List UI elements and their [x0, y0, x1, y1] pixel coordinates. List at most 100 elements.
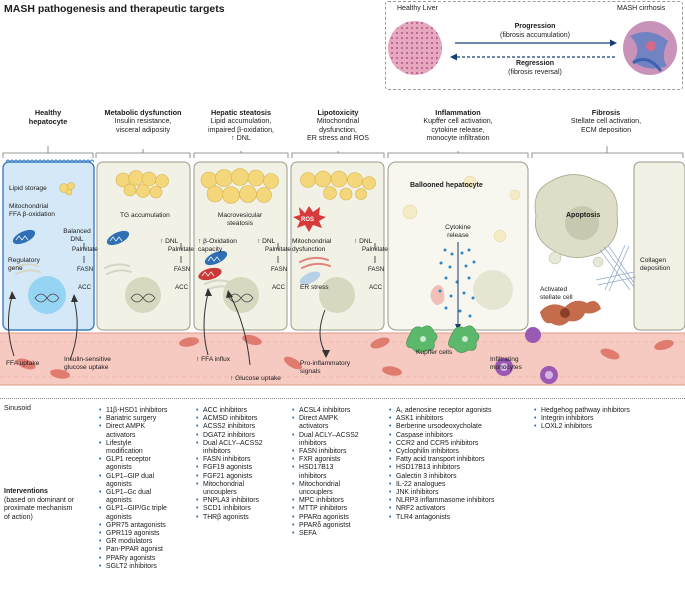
metabolic-dnl-label: ↑ DNL [160, 238, 179, 245]
fibrosis-cell [633, 161, 685, 331]
ffa-influx-label: ↑ FFA influx [196, 356, 231, 363]
mito-dysfunction-label: Mitochondrial dysfunction [292, 238, 332, 253]
stage-line: Stellate cell activation, [570, 117, 642, 125]
therapy-list-fibrosis: Hedgehog pathway inhibitorsIntegrin inhi… [534, 407, 684, 432]
nucleus [473, 270, 513, 310]
nucleus [319, 277, 355, 313]
pro-inflammatory-label: Pro-inflammatory signals [300, 360, 351, 375]
therapy-item: Galectin 3 inhibitors [389, 473, 531, 481]
therapy-item: Cyclophilin inhibitors [389, 448, 531, 456]
stage-steatosis: Hepatic steatosis Lipid accumulation, im… [192, 108, 290, 143]
balanced-dnl-label: Balanced DNL [63, 228, 91, 243]
stage-title: Healthy hepatocyte [28, 108, 68, 126]
glucose-uptake-label: ↑ Glucose uptake [230, 375, 281, 382]
stage-metabolic: Metabolic dysfunction Insulin resistance… [94, 108, 192, 134]
palmitate-label: Palmitate [168, 246, 194, 253]
tg-accumulation-label: TG accumulation [120, 212, 170, 219]
ballooned-label: Ballooned hepatocyte [410, 182, 483, 189]
stage-brackets [2, 146, 684, 158]
therapy-item: GPR75 antagonists [99, 522, 191, 530]
therapy-item: ACMSD inhibitors [196, 415, 288, 423]
stage-fibrosis: Fibrosis Stellate cell activation, ECM d… [530, 108, 682, 134]
therapy-item: SEFA [292, 530, 384, 538]
therapy-item: GR modulators [99, 538, 191, 546]
stage-line: Lipid accumulation, [210, 117, 272, 125]
therapy-item: 11β-HSD1 inhibitors [99, 407, 191, 415]
therapy-item: HSD17B13 inhibitors [292, 464, 384, 480]
lipid-droplets [59, 168, 376, 204]
therapy-item: GLP1–GIP/Gc triple agonists [99, 505, 191, 521]
therapy-item: JNK inhibitors [389, 489, 531, 497]
healthy-liver-image [388, 21, 442, 75]
divider [0, 398, 685, 399]
stage-inflammation: Inflammation Kupffer cell activation, cy… [386, 108, 530, 143]
insulin-glucose-label: Insulin-sensitive glucose uptake [64, 356, 111, 371]
therapy-item: MTTP inhibitors [292, 505, 384, 513]
therapy-item: Dual ACLY–ACSS2 inhibitors [196, 440, 288, 456]
nucleus [125, 277, 161, 313]
therapy-item: GLP1–Gc dual agonists [99, 489, 191, 505]
beta-ox-capacity-label: ↑ β-Oxidation capacity [198, 238, 237, 253]
palmitate-label: Palmitate [72, 246, 98, 253]
therapy-list-steatosis: ACC inhibitorsACMSD inhibitorsACSS2 inhi… [196, 407, 288, 522]
interventions-sub: (based on dominant or proximate mechanis… [4, 497, 75, 521]
therapy-list-metabolic: 11β-HSD1 inhibitorsBariatric surgeryDire… [99, 407, 191, 571]
therapy-item: Lifestyle modification [99, 440, 191, 456]
therapy-item: Hedgehog pathway inhibitors [534, 407, 684, 415]
therapy-item: FGF19 agonists [196, 464, 288, 472]
cytokine-release-label: Cytokine release [445, 224, 471, 239]
lipotoxicity-cell [290, 161, 385, 331]
cytokine-dots [438, 248, 476, 318]
therapy-item: Caspase inhibitors [389, 432, 531, 440]
acc-label: ACC [78, 284, 92, 291]
collagen-fibres [595, 244, 637, 292]
stage-title: Hepatic steatosis [210, 108, 272, 117]
therapy-item: FASN inhibitors [196, 456, 288, 464]
stage-lipotoxicity: Lipotoxicity Mitochondrial dysfunction, … [290, 108, 386, 143]
red-blood-cells [16, 334, 674, 379]
therapy-item: NLRP3 inflammasome inhibitors [389, 497, 531, 505]
steatosis-cell [193, 161, 288, 331]
therapy-item: SCD1 inhibitors [196, 505, 288, 513]
acc-label: ACC [272, 284, 286, 291]
fasn-label: FASN [271, 266, 288, 273]
macro-steatosis-label: Macrovesicular steatosis [217, 212, 263, 227]
er-stress-label: ER stress [300, 284, 329, 291]
fasn-label: FASN [368, 266, 385, 273]
lipotoxicity-dnl-label: ↑ DNL [354, 238, 373, 245]
therapy-item: CCR2 and CCR5 inhibitors [389, 440, 531, 448]
therapy-item: PPARδ agonistst [292, 522, 384, 530]
therapy-item: Mitochondrial uncouplers [292, 481, 384, 497]
apoptosis-label: Apoptosis [566, 212, 601, 219]
therapy-item: ACSL4 inhibitors [292, 407, 384, 415]
therapy-list-inflammation: A₁ adenosine receptor agonistsASK1 inhib… [389, 407, 531, 522]
interventions-title: Interventions [4, 488, 48, 495]
infiltrating-label: Infiltrating monocytes [490, 356, 522, 371]
therapy-list-lipotoxicity: ACSL4 inhibitorsDirect AMPK activatorsDu… [292, 407, 384, 538]
ros-label: ROS [301, 217, 315, 223]
stage-healthy: Healthy hepatocyte [2, 108, 94, 126]
therapy-item: Mitochondrial uncouplers [196, 481, 288, 497]
therapy-item: LOXL2 inhibitors [534, 423, 684, 431]
stellate-label: Activated stellate cell [540, 286, 573, 301]
monocytes [495, 327, 558, 384]
stellate-cell [540, 300, 601, 326]
mito-ffa-label: Mitochondrial FFA β-oxidation [9, 203, 55, 218]
stage-line: ↑ DNL [231, 134, 251, 143]
liver-histology-images [388, 21, 677, 75]
therapy-item: Fatty acid transport inhibitors [389, 456, 531, 464]
therapy-item: A₁ adenosine receptor agonists [389, 407, 531, 415]
therapy-item: GLP1 receptor agonists [99, 456, 191, 472]
stage-line: Insulin resistance, [114, 117, 172, 125]
stage-line: cytokine release, [431, 125, 485, 134]
metabolic-cell [96, 161, 191, 331]
progression-inset [385, 1, 683, 90]
therapy-item: PPARα agonists [292, 514, 384, 522]
lipid-storage-label: Lipid storage [9, 185, 47, 192]
regression-label: Regression [515, 60, 555, 67]
therapy-item: FASN inhibitors [292, 448, 384, 456]
therapy-item: DGAT2 inhibitors [196, 432, 288, 440]
stage-line: impaired β-oxidation, [208, 125, 274, 134]
stage-line: Kupffer cell activation, [423, 117, 493, 125]
therapy-item: ACSS2 inhibitors [196, 423, 288, 431]
